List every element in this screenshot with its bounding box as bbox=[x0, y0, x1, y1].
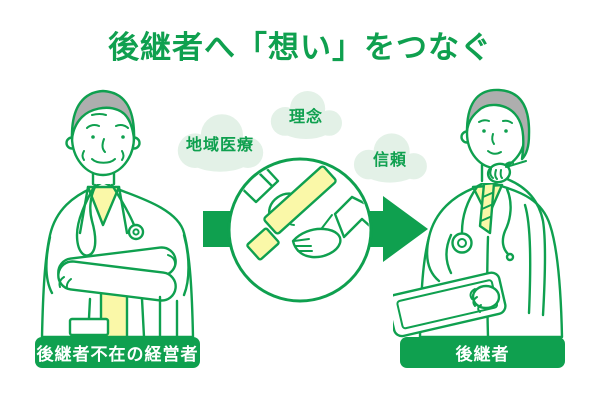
keyword-label: 理念 bbox=[288, 109, 323, 126]
senior-doctor-illustration bbox=[40, 89, 195, 339]
keyword-bubble-trust: 信頼 bbox=[349, 127, 431, 189]
keyword-bubble-community-care: 地域医療 bbox=[172, 110, 268, 176]
left-figure-badge: 後継者不在の経営者 bbox=[35, 337, 200, 368]
succession-flow-graphic bbox=[203, 157, 428, 303]
keyword-label: 信頼 bbox=[372, 152, 407, 169]
left-figure-label: 後継者不在の経営者 bbox=[36, 345, 199, 364]
thought-cloud-icon bbox=[177, 114, 264, 172]
thought-cloud-icon bbox=[270, 91, 342, 139]
right-figure-badge: 後継者 bbox=[400, 337, 565, 368]
thought-cloud-icon bbox=[353, 133, 427, 183]
young-doctor-illustration bbox=[393, 88, 564, 339]
page-title: 後継者へ「想い」をつなぐ bbox=[108, 30, 492, 65]
keyword-label: 地域医療 bbox=[185, 137, 254, 154]
keyword-bubble-philosophy: 理念 bbox=[266, 86, 346, 144]
right-figure-label: 後継者 bbox=[455, 345, 510, 364]
